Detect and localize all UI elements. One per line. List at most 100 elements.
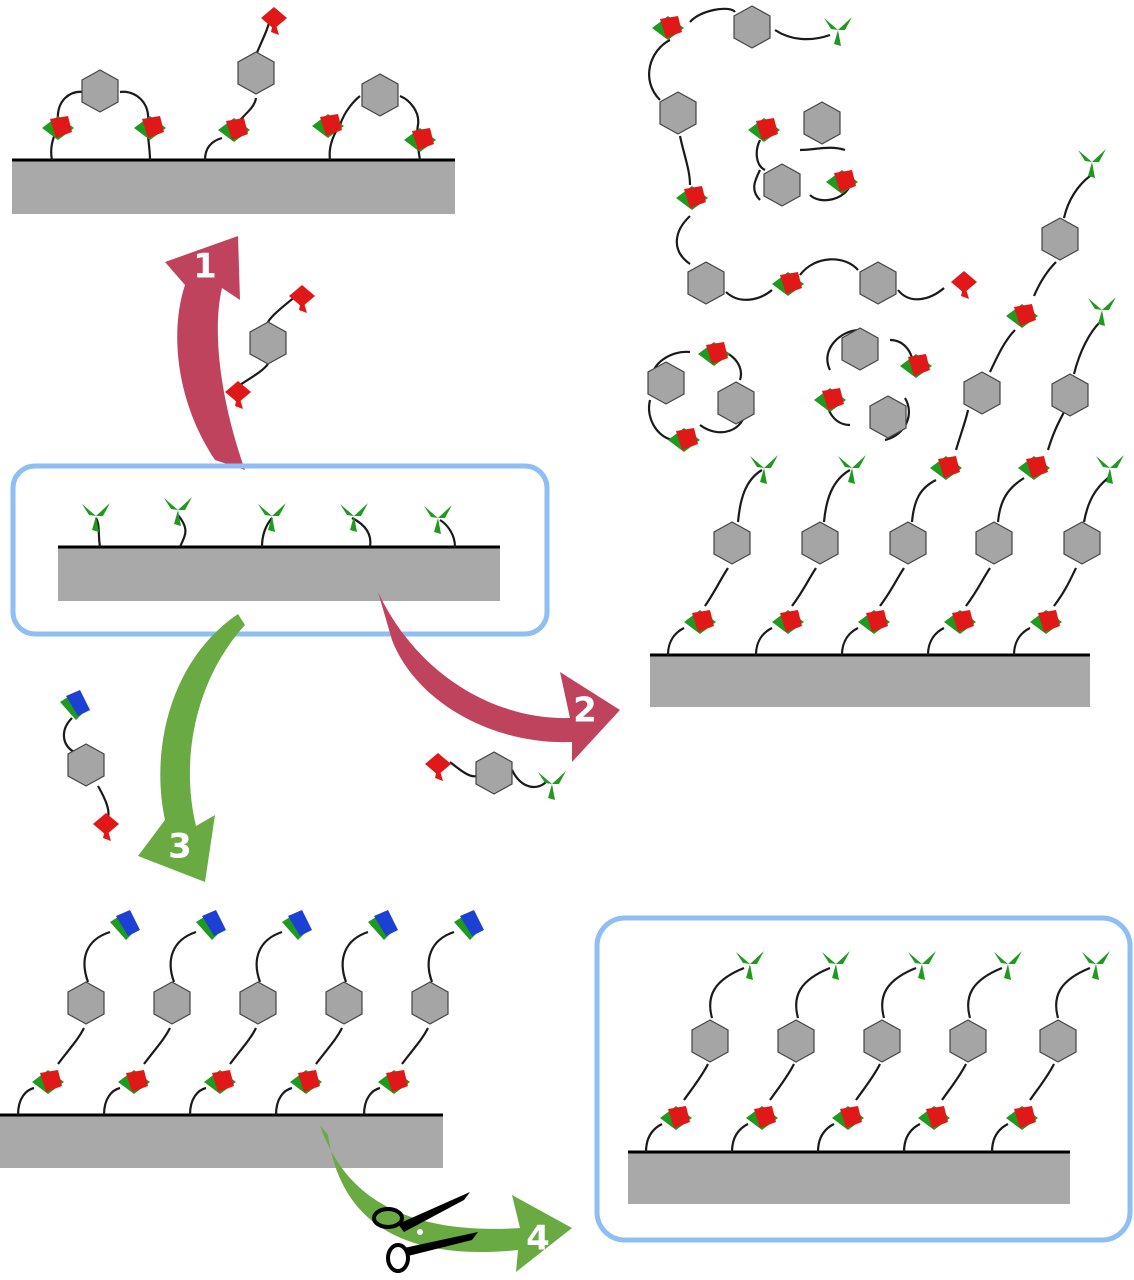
azide-terminal	[824, 17, 852, 46]
linker-hexagon	[1063, 521, 1101, 565]
azide-terminal	[994, 951, 1022, 980]
linker-hexagon	[733, 5, 771, 49]
substrate-surface	[628, 1152, 1070, 1204]
protected-alkyne-terminal	[282, 910, 312, 940]
alkyne-terminal	[289, 285, 315, 313]
protected-alkyne-terminal	[368, 910, 398, 940]
triazole-node	[772, 610, 804, 634]
step1-label: 1	[193, 247, 217, 287]
linker-hexagon	[249, 321, 287, 365]
step4-label: 4	[526, 1219, 550, 1259]
panel-step3-product	[0, 910, 484, 1168]
triazole-node	[676, 186, 708, 210]
alkyne-terminal	[261, 7, 287, 35]
linker-hexagon	[863, 1019, 901, 1063]
linker-hexagon	[841, 327, 879, 371]
azide-terminal	[1078, 149, 1106, 178]
triazole-node	[32, 1070, 64, 1094]
grafted-chain	[754, 455, 866, 656]
linker-hexagon	[1039, 1019, 1077, 1063]
grafted-chain	[274, 910, 398, 1116]
protected-alkyne-terminal	[110, 910, 140, 940]
arrow-step1: 1	[165, 236, 245, 470]
triazole-node	[378, 1070, 410, 1094]
highlight-frame	[594, 915, 1133, 1243]
grafted-chain	[666, 455, 778, 656]
panel-starting-surface	[10, 463, 550, 637]
highlight-frame	[10, 463, 550, 637]
triazole-node	[134, 116, 166, 140]
linker-hexagon	[859, 261, 897, 305]
azide-terminal	[82, 503, 110, 532]
arrow-step3: 3	[138, 614, 245, 882]
azide-terminal	[750, 455, 778, 484]
alkyne-terminal	[951, 271, 977, 299]
linker-hexagon	[1051, 373, 1089, 417]
triazole-node	[746, 1106, 778, 1130]
panel-step2-product	[647, 5, 1124, 707]
grafted-chain	[16, 910, 140, 1116]
linker-hexagon	[361, 73, 399, 117]
linker-hexagon	[239, 981, 277, 1025]
triazole-node	[118, 1070, 150, 1094]
linker-hexagon	[713, 521, 751, 565]
triazole-node	[1030, 610, 1062, 634]
free-oligomer	[648, 5, 977, 305]
linker-hexagon	[687, 261, 725, 305]
alkyne-terminal	[425, 753, 451, 781]
triazole-node	[944, 610, 976, 634]
azide-terminal	[908, 951, 936, 980]
triazole-node	[684, 610, 716, 634]
protected-reagent	[60, 690, 119, 841]
substrate-surface	[58, 547, 500, 601]
triazole-node	[772, 272, 804, 296]
azide-terminal	[1096, 455, 1124, 484]
linker-hexagon	[949, 1019, 987, 1063]
linker-hexagon	[763, 163, 801, 207]
azide-terminal	[1088, 297, 1116, 326]
grafted-chain	[926, 297, 1116, 656]
grafted-chain	[102, 910, 226, 1116]
triazole-node	[814, 388, 846, 412]
triazole-node	[290, 1070, 322, 1094]
triazole-node	[218, 118, 250, 142]
triazole-node	[1006, 304, 1038, 328]
arrow-step2: 2	[378, 592, 620, 762]
alkyne-terminal	[225, 381, 251, 409]
triazole-node	[930, 456, 962, 480]
azide-terminal	[164, 497, 192, 526]
linker-hexagon	[325, 981, 363, 1025]
alkyne-terminal	[93, 813, 119, 841]
step2-label: 2	[573, 691, 597, 731]
linker-hexagon	[963, 371, 1001, 415]
macrocycle	[814, 327, 932, 442]
triazole-node	[404, 128, 436, 152]
grafted-chain	[1012, 455, 1124, 656]
panel-final-product	[594, 915, 1133, 1243]
macrocycle	[748, 101, 858, 207]
step3-label: 3	[168, 827, 192, 867]
triazole-node	[918, 1106, 950, 1130]
triazole-node	[652, 16, 684, 40]
linker-hexagon	[975, 521, 1013, 565]
triazole-node	[668, 428, 700, 452]
linker-hexagon	[717, 381, 755, 425]
azide-terminal	[822, 951, 850, 980]
grafted-chain	[990, 951, 1110, 1153]
linker-hexagon	[889, 521, 927, 565]
linker-hexagon	[869, 395, 907, 439]
azide-terminal	[736, 951, 764, 980]
panel-step1-product	[12, 7, 455, 214]
triazole-node	[748, 118, 780, 142]
arrow-step4: 4	[320, 1125, 572, 1272]
triazole-node	[858, 610, 890, 634]
grafted-chain	[644, 951, 764, 1153]
linker-hexagon	[801, 521, 839, 565]
linker-hexagon	[1041, 217, 1079, 261]
linker-hexagon	[475, 751, 513, 795]
linker-hexagon	[777, 1019, 815, 1063]
triazole-node	[1006, 1106, 1038, 1130]
triazole-node	[698, 342, 730, 366]
linker-hexagon	[67, 981, 105, 1025]
